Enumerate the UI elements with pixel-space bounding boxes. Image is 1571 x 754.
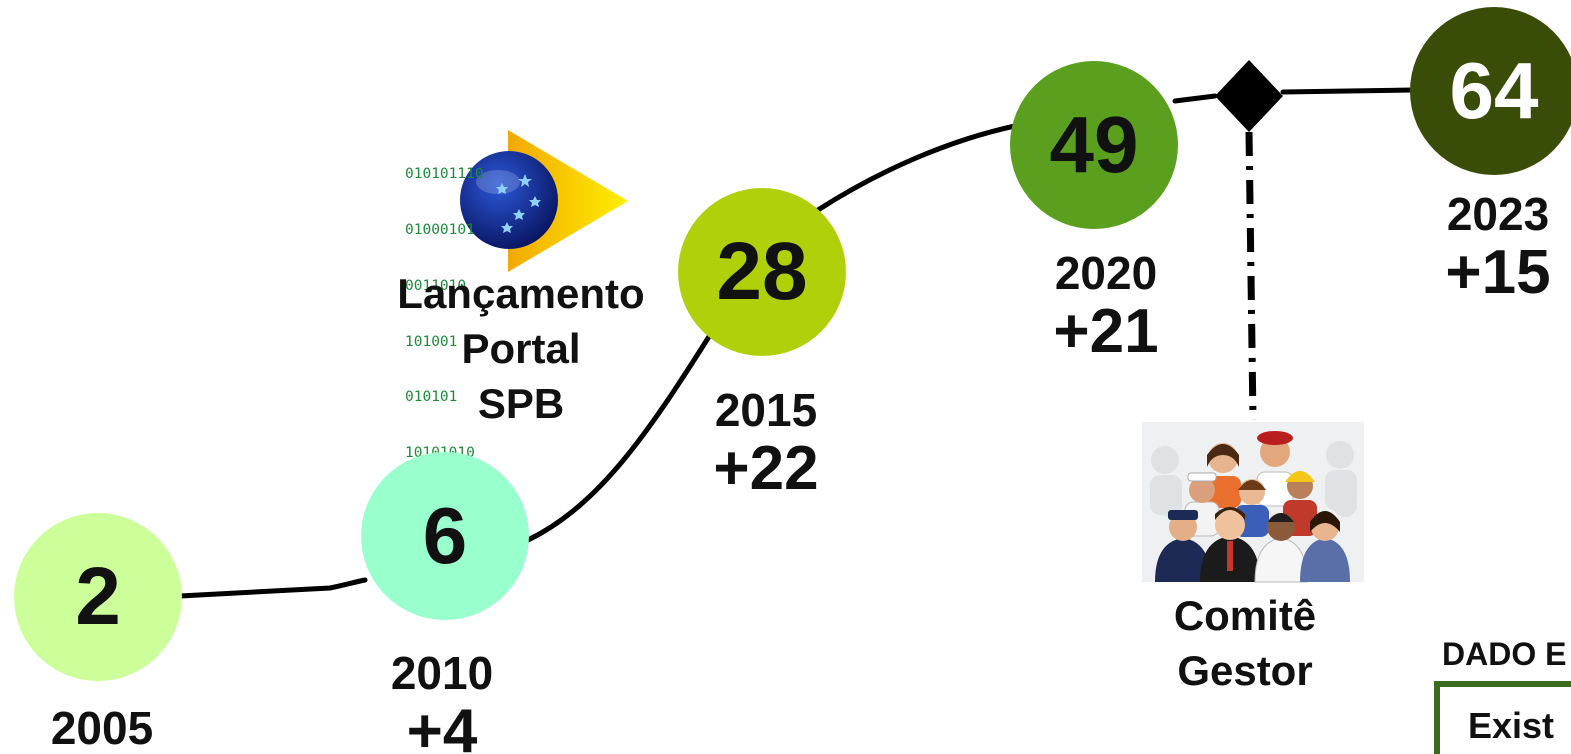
milestone-label-2005: 2005	[38, 701, 166, 754]
info-box-text: Exist	[1468, 705, 1555, 746]
portal-spb-logo-icon	[460, 130, 628, 272]
milestone-label-2015: 2015 +22	[700, 383, 832, 500]
milestone-circle-2005: 2	[14, 513, 182, 681]
info-box: Exist	[1434, 681, 1571, 754]
milestone-delta: +21	[1053, 297, 1159, 367]
milestone-count: 64	[1449, 46, 1539, 135]
note-line: Lançamento	[397, 270, 645, 317]
binary-row: 0011010	[405, 277, 467, 294]
dash-dot-connector	[1245, 131, 1257, 421]
milestone-label-2020: 2020 +21	[1040, 246, 1172, 363]
timeline-curve	[177, 87, 1415, 599]
diamond-marker	[1215, 60, 1283, 132]
milestone-circle-2023: 64	[1410, 7, 1571, 175]
milestone-circle-2010: 6	[361, 452, 529, 620]
milestone-year: 2005	[50, 702, 154, 754]
note-line: Gestor	[1177, 647, 1313, 694]
milestone-delta: +4	[406, 697, 478, 754]
milestone-count: 2	[75, 551, 121, 642]
milestone-label-2010: 2010 +4	[376, 646, 508, 754]
milestone-year: 2020	[1054, 247, 1158, 299]
milestone-year: 2023	[1446, 188, 1550, 240]
milestone-delta: +22	[713, 434, 819, 504]
note-line: Comitê	[1173, 592, 1317, 639]
binary-row: 01000101	[405, 221, 475, 238]
committee-label: Comitê Gestor	[1140, 588, 1350, 698]
note-line: SPB	[477, 380, 565, 427]
milestone-count: 49	[1049, 100, 1139, 189]
milestone-label-2023: 2023 +15	[1432, 187, 1564, 304]
portal-launch-label: Lançamento Portal SPB	[386, 266, 656, 431]
binary-row: 010101110	[405, 166, 484, 183]
binary-row: 101001	[405, 333, 458, 350]
milestone-year: 2010	[390, 647, 494, 699]
milestone-year: 2015	[714, 384, 818, 436]
committee-people-icon	[1142, 422, 1364, 583]
binary-row: 010101	[405, 389, 458, 406]
note-line: Portal	[461, 325, 581, 372]
milestone-circle-2020: 49	[1010, 61, 1178, 229]
milestone-circle-2015: 28	[678, 188, 846, 356]
milestone-count: 6	[422, 491, 468, 580]
milestone-delta: +15	[1445, 238, 1551, 308]
milestone-count: 28	[716, 226, 808, 317]
data-label: DADO E	[1442, 636, 1567, 672]
